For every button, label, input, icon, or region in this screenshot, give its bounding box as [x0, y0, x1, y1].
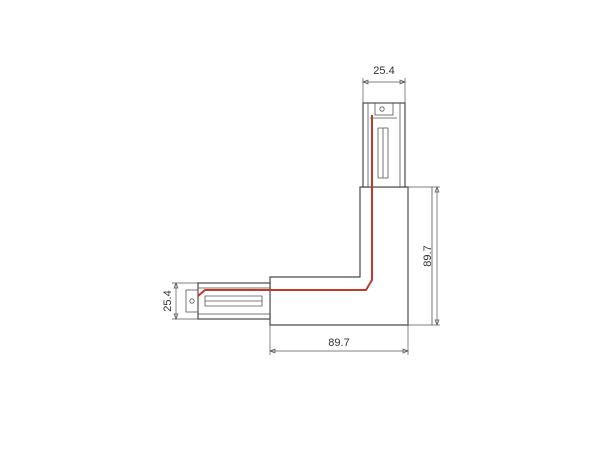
left-connector-arm — [185, 282, 271, 320]
top-width-label: 25.4 — [373, 65, 394, 77]
red-wire — [197, 115, 373, 297]
connector-body — [269, 186, 433, 326]
right-height-dimension: 89.7 — [422, 186, 440, 326]
top-connector-arm — [362, 102, 406, 188]
top-width-dimension: 25.4 — [362, 65, 406, 103]
left-height-label: 25.4 — [162, 290, 174, 311]
bottom-width-label: 89.7 — [328, 337, 349, 349]
left-height-dimension: 25.4 — [162, 282, 198, 320]
bottom-width-dimension: 89.7 — [269, 325, 409, 355]
right-height-label: 89.7 — [422, 245, 434, 266]
